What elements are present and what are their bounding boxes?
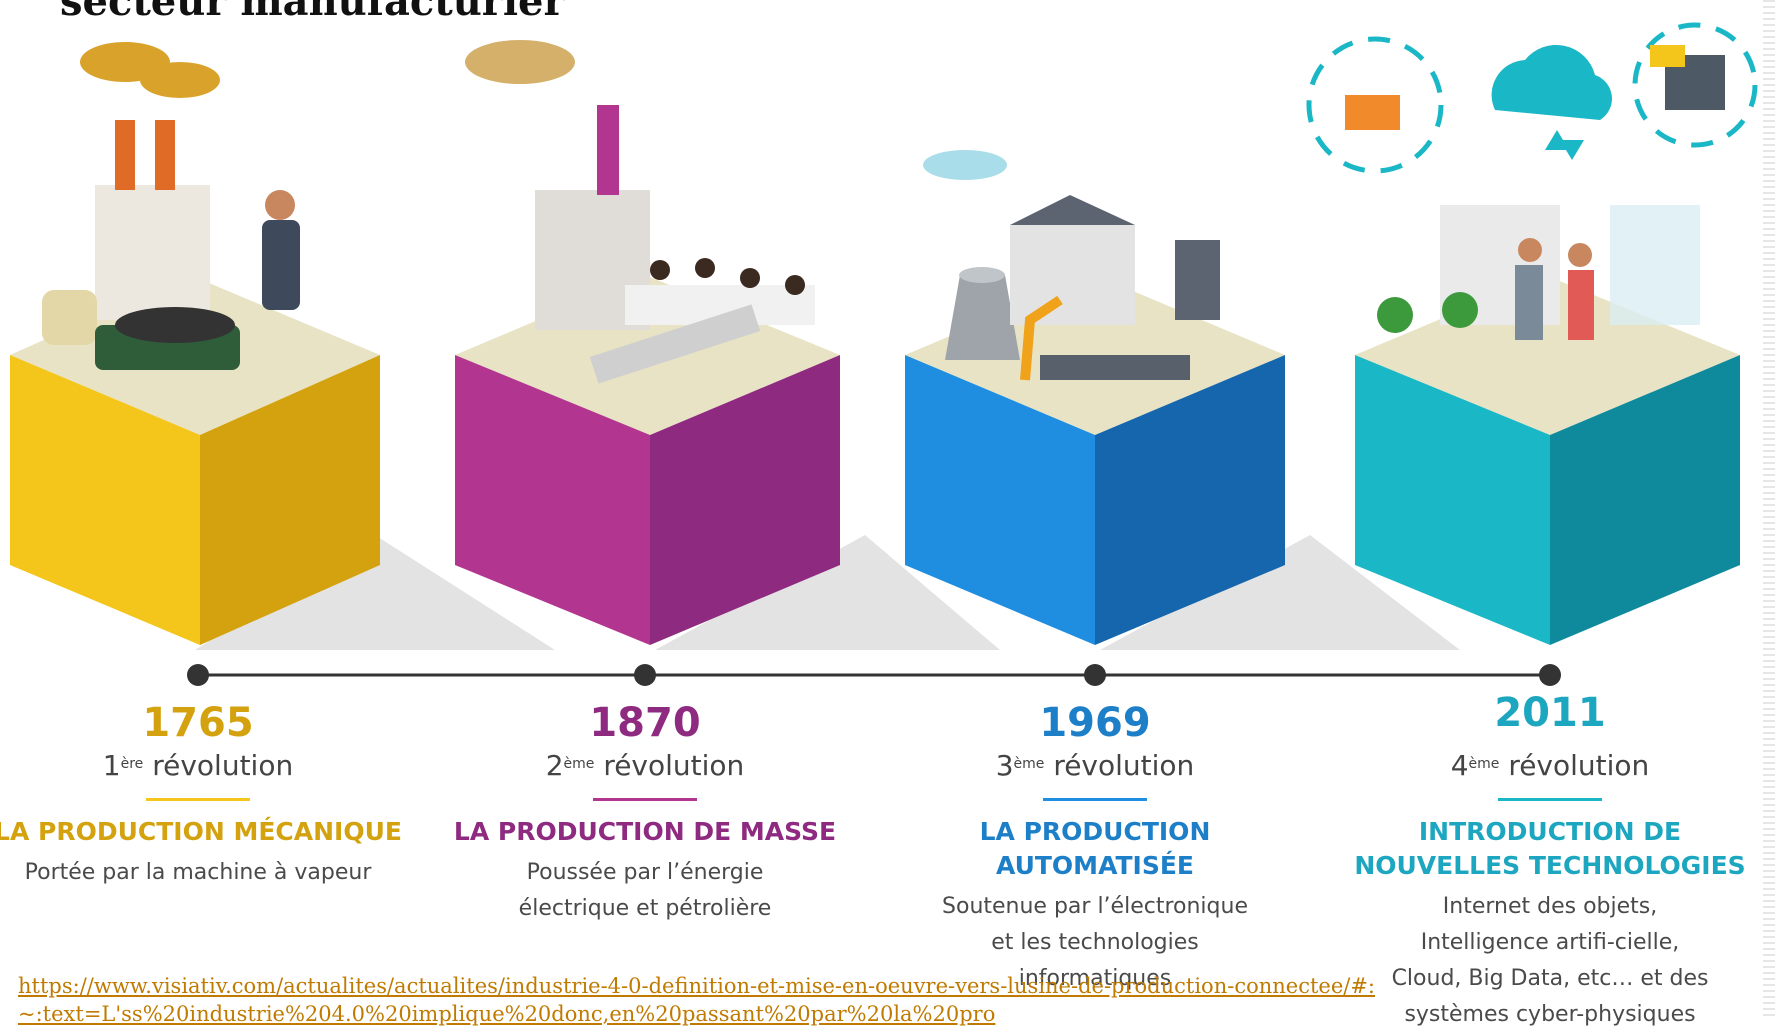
year-label: 1870: [589, 700, 701, 746]
era-1765: 1765 1ère révolution LA PRODUCTION MÉCAN…: [0, 700, 408, 891]
divider: [1043, 798, 1147, 801]
timeline-dot: [634, 664, 656, 686]
background-triangle: [655, 535, 1000, 650]
timeline-dot: [1539, 664, 1561, 686]
era-heading: INTRODUCTION DE NOUVELLES TECHNOLOGIES: [1354, 817, 1746, 880]
block-mechanical-production: [10, 42, 380, 645]
divider: [146, 798, 250, 801]
year-label: 2011: [1494, 690, 1606, 736]
era-description: Internet des objets, Intelligence artifi…: [1391, 894, 1709, 1027]
era-1969: 1969 3ème révolution LA PRODUCTION AUTOM…: [885, 700, 1305, 997]
page-title: secteur manufacturier: [60, 0, 565, 25]
year-label: 1765: [142, 700, 254, 746]
era-description: Soutenue par l’électronique et les techn…: [942, 894, 1248, 991]
revolution-label: 2ème révolution: [545, 749, 745, 782]
page-edge: [1763, 0, 1775, 1016]
block-mass-production: [455, 40, 840, 645]
revolution-label: 1ère révolution: [102, 749, 294, 782]
era-description: Poussée par l’énergie électrique et pétr…: [518, 860, 772, 921]
divider: [593, 798, 697, 801]
era-heading: LA PRODUCTION DE MASSE: [453, 817, 837, 846]
era-heading: LA PRODUCTION AUTOMATISÉE: [979, 817, 1211, 880]
timeline-dot: [1084, 664, 1106, 686]
block-new-technologies: [1306, 22, 1758, 645]
revolution-label: 4ème révolution: [1450, 749, 1650, 782]
year-label: 1969: [1039, 700, 1151, 746]
era-description: Portée par la machine à vapeur: [24, 860, 372, 885]
era-2011: 2011 4ème révolution INTRODUCTION DE NOU…: [1340, 690, 1760, 1033]
revolution-label: 3ème révolution: [995, 749, 1195, 782]
timeline-dot: [187, 664, 209, 686]
background-triangle: [1100, 535, 1460, 650]
background-triangle: [195, 535, 555, 650]
divider: [1498, 798, 1602, 801]
era-heading: LA PRODUCTION MÉCANIQUE: [0, 817, 402, 846]
block-automated-production: [905, 150, 1285, 645]
era-1870: 1870 2ème révolution LA PRODUCTION DE MA…: [435, 700, 855, 927]
source-link[interactable]: https://www.visiativ.com/actualites/actu…: [18, 974, 1376, 1026]
